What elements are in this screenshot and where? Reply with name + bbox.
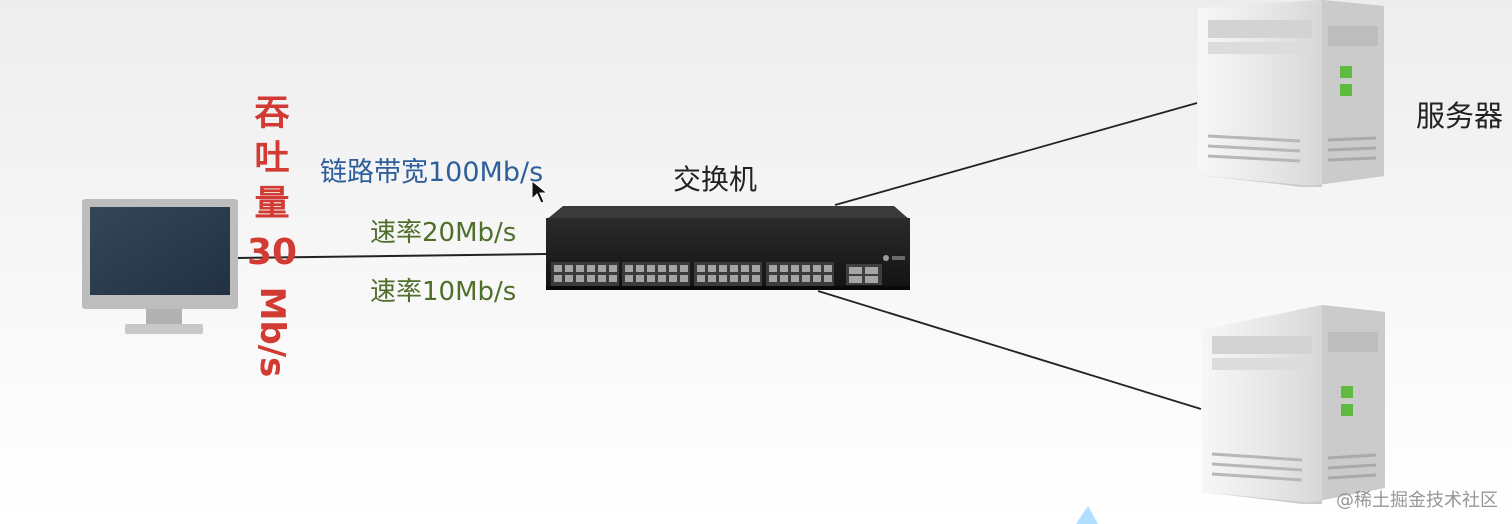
switch-port [719, 275, 727, 282]
switch-port [708, 265, 716, 272]
switch-port [576, 275, 584, 282]
switch-port [554, 275, 562, 282]
link-bandwidth-label: 链路带宽100Mb/s [320, 157, 544, 188]
switch-port [719, 265, 727, 272]
switch-port [658, 265, 666, 272]
switch-port [636, 275, 644, 282]
switch-port [791, 265, 799, 272]
switch-port-block [551, 262, 619, 286]
switch-port [780, 265, 788, 272]
switch-port [791, 275, 799, 282]
switch-port [554, 265, 562, 272]
link-switch-server-bottom [817, 290, 1202, 410]
throughput-char-3: 量 [254, 184, 290, 224]
switch-port [708, 275, 716, 282]
switch-port [587, 275, 595, 282]
switch-port [680, 275, 688, 282]
switch-port [769, 275, 777, 282]
switch-port [752, 265, 760, 272]
link-client-switch [235, 253, 547, 259]
switch-port [647, 275, 655, 282]
server-label: 服务器 [1416, 99, 1504, 133]
cursor-icon [531, 179, 549, 204]
switch-port [625, 265, 633, 272]
switch-port [802, 265, 810, 272]
switch-port [565, 265, 573, 272]
throughput-unit-wrap: Mb/s [246, 275, 298, 389]
switch-port [697, 275, 705, 282]
switch-port [576, 265, 584, 272]
watermark: @稀土掘金技术社区 [1336, 490, 1498, 511]
switch-port [669, 265, 677, 272]
switch-port [824, 275, 832, 282]
switch-port [730, 275, 738, 282]
decorative-blue-mark [1076, 506, 1098, 524]
server-tower-icon-top [1198, 0, 1384, 187]
switch-port [813, 265, 821, 272]
switch-port [697, 265, 705, 272]
throughput-label: 吞 吐 量 30 Mb/s [246, 92, 298, 389]
throughput-char-2: 吐 [254, 139, 290, 179]
switch-port [802, 275, 810, 282]
switch-port-block [766, 262, 834, 286]
monitor-icon [82, 199, 238, 334]
switch-port [813, 275, 821, 282]
switch-port [658, 275, 666, 282]
switch-port [565, 275, 573, 282]
switch-port [609, 275, 617, 282]
throughput-value: 30 [246, 232, 298, 273]
switch-port [680, 265, 688, 272]
switch-port [824, 265, 832, 272]
rate-label-upper: 速率20Mb/s [370, 218, 517, 248]
throughput-char-1: 吞 [254, 94, 290, 134]
switch-sfp-ports [846, 264, 882, 285]
switch-port-block [694, 262, 762, 286]
switch-port [741, 275, 749, 282]
server-tower-icon-bottom [1202, 305, 1385, 504]
switch-port [669, 275, 677, 282]
switch-label: 交换机 [673, 163, 758, 196]
switch-port [780, 275, 788, 282]
switch-port [752, 275, 760, 282]
network-switch-icon [546, 206, 910, 290]
switch-port [730, 265, 738, 272]
switch-port [598, 275, 606, 282]
link-switch-server-top [834, 102, 1198, 206]
switch-port [598, 265, 606, 272]
switch-port [741, 265, 749, 272]
switch-port [625, 275, 633, 282]
switch-port [647, 265, 655, 272]
network-links [235, 102, 1202, 410]
rate-label-lower: 速率10Mb/s [370, 277, 517, 307]
switch-port [769, 265, 777, 272]
switch-port [636, 265, 644, 272]
switch-port [609, 265, 617, 272]
switch-port [587, 265, 595, 272]
switch-port-block [622, 262, 690, 286]
throughput-unit: Mb/s [252, 286, 292, 378]
